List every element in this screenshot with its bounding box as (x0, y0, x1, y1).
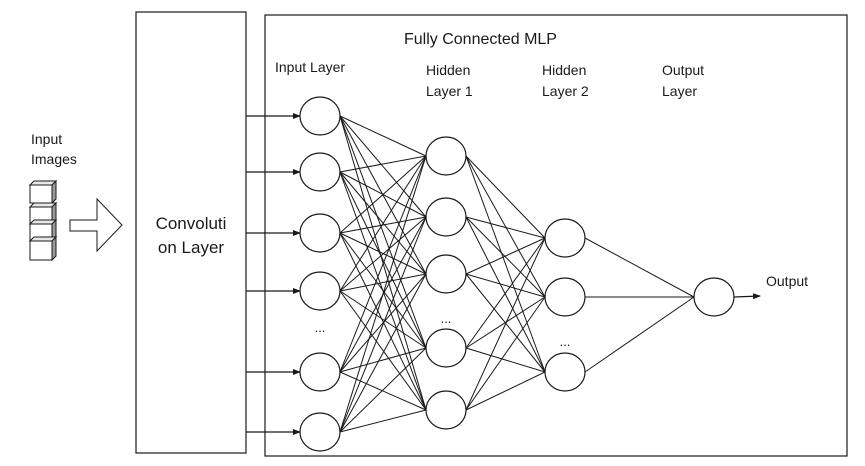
edge-hidden2-3-to-output-1 (584, 296, 695, 373)
hidden-layer-2-label-line2: Layer 2 (542, 83, 589, 99)
neuron-input-5 (299, 352, 341, 392)
image-stack-icon (28, 179, 58, 262)
connections (339, 115, 695, 433)
edge-input-4-to-hidden1-2 (339, 216, 427, 292)
neuron-input-4 (299, 271, 341, 311)
neuron-input-1 (299, 96, 341, 136)
edge-input-4-to-hidden1-3 (339, 273, 427, 292)
input-images-label-line2: Images (31, 151, 77, 167)
output-label: Output (766, 273, 808, 289)
edge-input-6-to-hidden1-4 (339, 347, 427, 433)
neuron-hidden2-2 (544, 277, 586, 317)
edge-hidden1-2-to-hidden2-3 (465, 216, 546, 373)
edge-hidden1-5-to-hidden2-2 (465, 296, 546, 411)
edge-hidden1-2-to-hidden2-2 (465, 216, 546, 298)
edge-input-5-to-hidden1-5 (339, 371, 427, 411)
neurons (299, 96, 735, 452)
neuron-hidden1-2 (425, 197, 467, 237)
edge-input-5-to-hidden1-3 (339, 273, 427, 373)
conv-to-input-arrows (246, 113, 301, 435)
mlp-title: Fully Connected MLP (404, 31, 557, 48)
flow-arrow-icon (69, 197, 123, 253)
edge-hidden1-1-to-hidden2-3 (465, 155, 546, 373)
neuron-hidden1-1 (425, 136, 467, 176)
edge-input-4-to-hidden1-1 (339, 155, 427, 292)
output-layer-label-line2: Layer (662, 83, 697, 99)
ellipsis-input: ... (315, 320, 326, 335)
output-layer-label-line1: Output (662, 62, 704, 78)
edge-input-5-to-hidden1-1 (339, 155, 427, 373)
edge-input-3-to-hidden1-4 (339, 232, 427, 349)
convolution-layer-label-line2: on Layer (158, 238, 224, 257)
edge-input-5-to-hidden1-4 (339, 347, 427, 373)
edge-input-1-to-hidden1-4 (339, 115, 427, 349)
edge-input-3-to-hidden1-5 (339, 232, 427, 411)
edge-input-6-to-hidden1-2 (339, 216, 427, 433)
edge-input-3-to-hidden1-1 (339, 155, 427, 234)
ellipsis-marks: ......... (315, 311, 571, 349)
neuron-input-2 (299, 152, 341, 192)
edge-input-2-to-hidden1-1 (339, 155, 427, 173)
edge-input-6-to-hidden1-5 (339, 409, 427, 433)
edge-hidden1-5-to-hidden2-1 (465, 237, 546, 411)
convolution-layer-label-line1: Convoluti (156, 214, 227, 233)
neuron-hidden1-3 (425, 254, 467, 294)
edge-hidden2-1-to-output-1 (584, 237, 695, 298)
edge-hidden1-4-to-hidden2-1 (465, 237, 546, 349)
neuron-hidden1-5 (425, 390, 467, 430)
neuron-hidden2-1 (544, 218, 586, 258)
input-images-label-line1: Input (31, 131, 62, 147)
edge-hidden1-3-to-hidden2-2 (465, 273, 546, 298)
edge-input-3-to-hidden1-2 (339, 216, 427, 234)
neuron-hidden1-4 (425, 328, 467, 368)
ellipsis-hidden1: ... (441, 311, 452, 326)
neuron-output-1 (693, 277, 735, 317)
hidden-layer-1-label-line2: Layer 1 (426, 83, 473, 99)
neuron-input-6 (299, 412, 341, 452)
edge-input-2-to-hidden1-4 (339, 171, 427, 349)
edge-hidden1-2-to-hidden2-1 (465, 216, 546, 239)
input-layer-label: Input Layer (275, 59, 345, 75)
edge-hidden1-4-to-hidden2-3 (465, 347, 546, 373)
edge-input-6-to-hidden1-3 (339, 273, 427, 433)
edge-hidden1-1-to-hidden2-1 (465, 155, 546, 239)
edge-input-6-to-hidden1-1 (339, 155, 427, 433)
edge-input-4-to-hidden1-5 (339, 290, 427, 411)
neuron-input-3 (299, 213, 341, 253)
edge-hidden1-3-to-hidden2-1 (465, 237, 546, 275)
ellipsis-hidden2: ... (560, 334, 571, 349)
convolution-layer-box (135, 11, 247, 454)
output-arrow (733, 293, 761, 300)
hidden-layer-2-label-line1: Hidden (542, 62, 586, 78)
edge-input-4-to-hidden1-4 (339, 290, 427, 349)
neuron-hidden2-3 (544, 352, 586, 392)
edge-hidden1-4-to-hidden2-2 (465, 296, 546, 349)
edge-input-1-to-hidden1-2 (339, 115, 427, 218)
edge-hidden1-1-to-hidden2-2 (465, 155, 546, 298)
edge-input-1-to-hidden1-1 (339, 115, 427, 157)
edge-hidden1-5-to-hidden2-3 (465, 371, 546, 411)
hidden-layer-1-label-line1: Hidden (426, 62, 470, 78)
